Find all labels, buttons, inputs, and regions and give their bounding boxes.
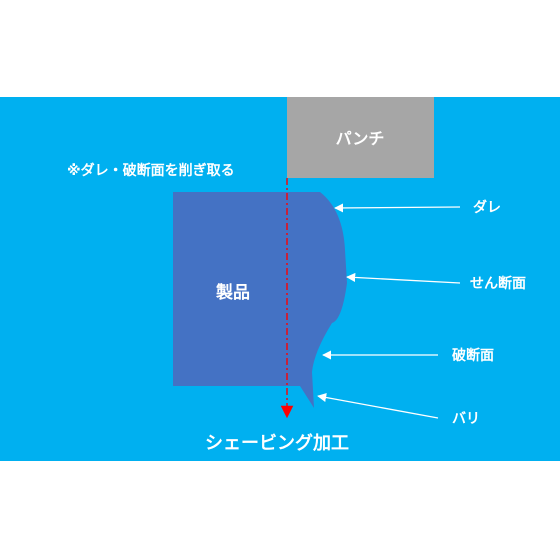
diagram-caption: シェービング加工: [205, 432, 349, 454]
callout-label-shear-face: せん断面: [470, 275, 526, 292]
shaving-note: ※ダレ・破断面を削ぎ取る: [67, 162, 235, 179]
callout-label-dare: ダレ: [473, 199, 501, 216]
callout-label-fracture-face: 破断面: [452, 347, 494, 364]
product-label: 製品: [215, 282, 250, 303]
product-shape: [173, 192, 347, 408]
callout-arrow-shear-face: [346, 272, 461, 284]
punch-block: [287, 97, 434, 178]
callout-label-burr: バリ: [452, 411, 480, 427]
callout-arrow-dare: [334, 203, 461, 213]
callout-arrow-burr: [317, 393, 439, 419]
punch-label: パンチ: [336, 129, 385, 148]
